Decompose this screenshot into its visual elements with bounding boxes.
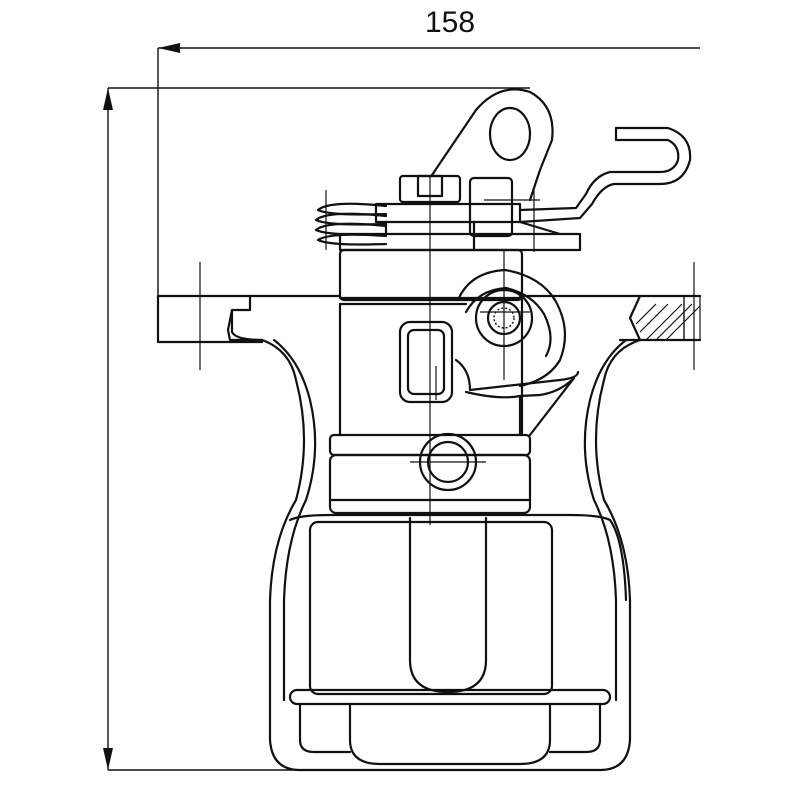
dimension-arrowhead: [158, 43, 180, 53]
caliper-body: [260, 338, 642, 772]
height-dimension: [103, 87, 530, 771]
dimension-arrowhead: [103, 88, 113, 110]
brake-pad-housing: [288, 516, 612, 766]
width-dimension: [157, 43, 700, 300]
width-dimension-label: 158: [424, 6, 476, 39]
center-axis: [325, 176, 540, 525]
dimension-arrowhead: [103, 748, 113, 770]
parking-lever: [430, 88, 554, 202]
coil-spring: [314, 202, 388, 246]
inlet-nipple: [398, 320, 454, 404]
brake-line-fitting: [454, 268, 580, 437]
top-mechanism: [338, 174, 582, 252]
return-spring-hook: [518, 126, 692, 224]
hatched-section: [635, 296, 701, 341]
mounting-flange: [156, 262, 702, 370]
